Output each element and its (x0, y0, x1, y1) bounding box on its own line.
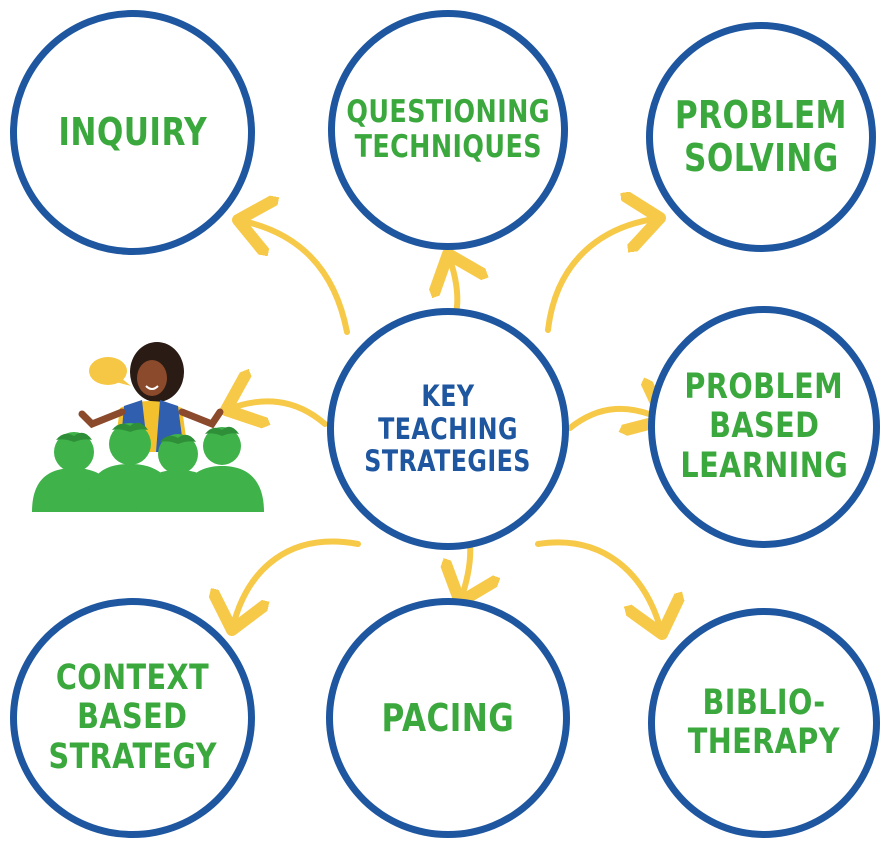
strategy-label: BASED (77, 697, 188, 738)
strategy-node-problem-solving: PROBLEM SOLVING (646, 22, 876, 252)
strategy-node-pacing: PACING (326, 598, 570, 838)
strategy-label: INQUIRY (58, 110, 207, 155)
center-node: KEY TEACHING STRATEGIES (327, 308, 569, 550)
strategy-label: SOLVING (683, 136, 839, 180)
strategy-node-context-based-strategy: CONTEXT BASED STRATEGY (10, 598, 255, 838)
strategy-label: BIBLIO- (702, 682, 826, 723)
strategy-node-bibliotherapy: BIBLIO- THERAPY (648, 608, 880, 838)
center-title-line: KEY TEACHING (378, 379, 518, 446)
strategy-label: PROBLEM (674, 93, 848, 138)
arrow-to-context-based (232, 538, 361, 630)
strategy-label: BASED (708, 406, 820, 447)
arrow-to-problem-solving (545, 218, 660, 333)
strategy-label: PACING (381, 695, 515, 740)
strategy-node-problem-based-learning: PROBLEM BASED LEARNING (648, 306, 880, 548)
teacher-with-students-icon (32, 342, 264, 512)
center-title-line: STRATEGIES (364, 444, 532, 479)
strategy-label: PROBLEM (684, 367, 844, 408)
strategy-node-inquiry: INQUIRY (10, 10, 255, 255)
strategy-label: QUESTIONING (346, 94, 550, 131)
strategy-label: LEARNING (680, 445, 848, 486)
strategy-label: STRATEGY (48, 736, 217, 777)
strategy-label: THERAPY (687, 722, 841, 762)
arrow-to-bibliotherapy (535, 539, 662, 634)
arrow-to-inquiry (238, 220, 350, 335)
strategy-label: CONTEXT (55, 658, 210, 699)
strategy-node-questioning-techniques: QUESTIONING TECHNIQUES (328, 10, 568, 250)
strategy-label: TECHNIQUES (354, 129, 542, 165)
arrow-to-teacher (226, 401, 328, 424)
